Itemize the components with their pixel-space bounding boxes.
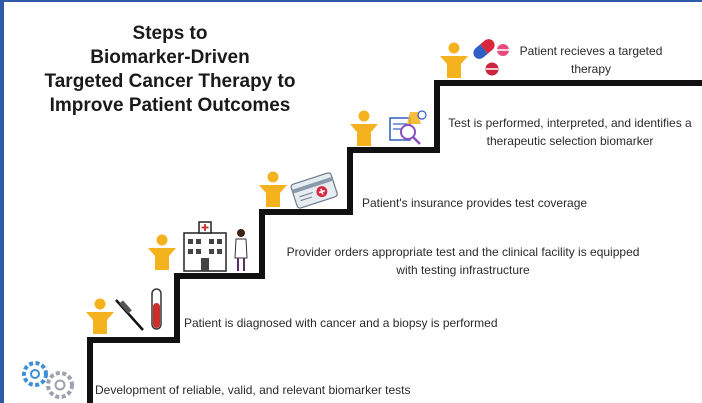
insurance-card-icon (290, 172, 338, 209)
title-line-1: Steps to (132, 23, 208, 44)
step-4-text: Patient's insurance provides test covera… (362, 196, 588, 210)
lab-analysis-icon (389, 110, 427, 145)
title-line-4: Improve Patient Outcomes (49, 95, 291, 116)
staircase-line (87, 80, 702, 403)
step-6-text-line-1: Patient recieves a targeted (519, 44, 663, 58)
person-icon (350, 110, 378, 146)
step-3-text-line-1: Provider orders appropriate test and the… (286, 245, 640, 259)
step-2-text: Patient is diagnosed with cancer and a b… (184, 316, 498, 330)
person-icon (148, 234, 176, 270)
step-5-text-line-2: therapeutic selection biomarker (486, 134, 654, 148)
title-line-3: Targeted Cancer Therapy to (44, 71, 296, 92)
person-icon (86, 298, 114, 334)
gears-icon (22, 361, 74, 399)
person-icon (259, 171, 287, 207)
title-line-2: Biomarker-Driven (90, 47, 250, 68)
biopsy-needle-icon (115, 299, 144, 331)
step-6-text-line-2: therapy (570, 62, 612, 76)
hospital-icon (183, 221, 227, 272)
medication-pills-icon (473, 39, 509, 76)
top-border (0, 0, 702, 2)
person-icon (440, 42, 468, 78)
step-1-text: Development of reliable, valid, and rele… (95, 383, 411, 397)
left-border (0, 0, 4, 403)
step-5-text-line-1: Test is performed, interpreted, and iden… (448, 116, 692, 130)
step-3-text-line-2: with testing infrastructure (396, 263, 530, 277)
test-tube-icon (151, 288, 162, 330)
doctor-icon (234, 229, 248, 271)
